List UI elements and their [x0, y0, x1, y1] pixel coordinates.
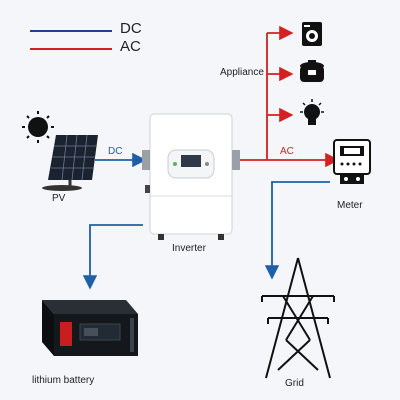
- grid-tower-icon: [261, 257, 335, 379]
- pv-label: PV: [52, 193, 66, 204]
- grid-wire: [264, 181, 330, 280]
- grid-label: Grid: [285, 378, 304, 389]
- rice-cooker-icon: [300, 60, 324, 82]
- dc-line-label: DC: [108, 146, 123, 157]
- meter-label: Meter: [337, 200, 363, 211]
- sun-icon: [22, 111, 54, 143]
- battery-icon: [42, 300, 138, 356]
- legend-dc-label: DC: [120, 20, 142, 37]
- solar-panel-icon: [42, 134, 98, 191]
- inverter-icon: [142, 113, 240, 240]
- inverter-label: Inverter: [172, 243, 206, 254]
- battery-wire: [82, 224, 143, 290]
- light-bulb-icon: [300, 99, 324, 125]
- legend-ac-label: AC: [120, 38, 141, 55]
- appliance-label: Appliance: [220, 67, 264, 78]
- battery-label: lithium battery: [32, 375, 95, 386]
- ac-line-label: AC: [280, 146, 294, 157]
- washing-machine-icon: [302, 22, 322, 46]
- meter-icon: [333, 139, 371, 184]
